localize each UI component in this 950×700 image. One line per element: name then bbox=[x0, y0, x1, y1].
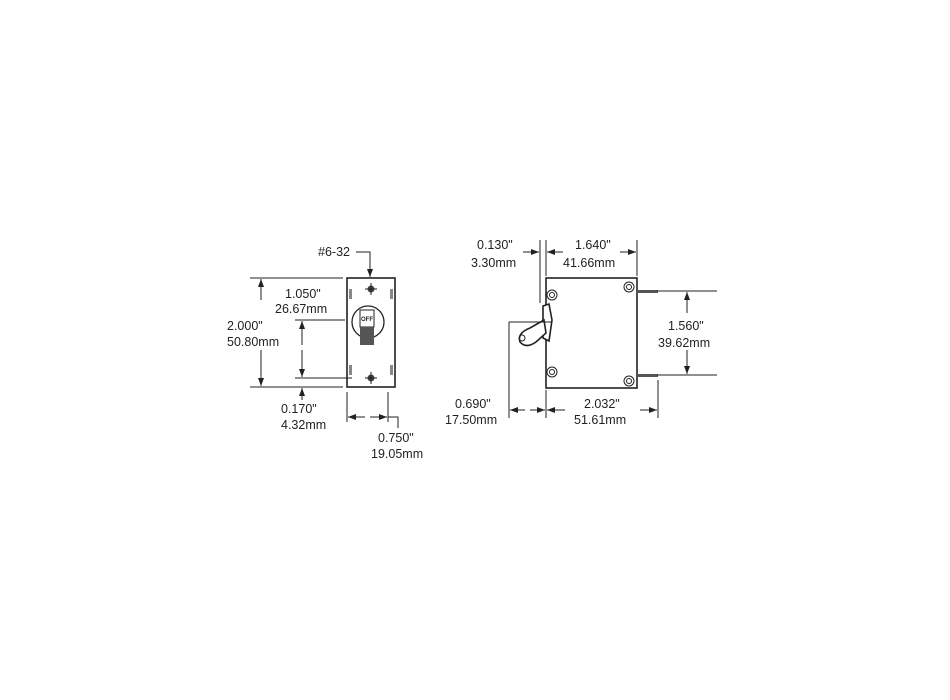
mount-spacing-in: 1.050" bbox=[285, 287, 321, 301]
bottom-offset-in: 0.170" bbox=[281, 402, 317, 416]
mount-screw-top-icon bbox=[365, 283, 377, 295]
overall-length-mm: 51.61mm bbox=[574, 413, 626, 427]
height-in: 2.000" bbox=[227, 319, 263, 333]
terminal-spacing-in: 1.560" bbox=[668, 319, 704, 333]
toggle-offset-in: 0.130" bbox=[477, 238, 513, 252]
depth-mm: 41.66mm bbox=[563, 256, 615, 270]
toggle-switch: OFF bbox=[351, 305, 385, 345]
height-mm: 50.80mm bbox=[227, 335, 279, 349]
toggle-offset-mm: 3.30mm bbox=[471, 256, 516, 270]
depth-in: 1.640" bbox=[575, 238, 611, 252]
handle-extension-mm: 17.50mm bbox=[445, 413, 497, 427]
breaker-side-body bbox=[545, 277, 638, 389]
off-label: OFF bbox=[361, 317, 373, 323]
side-view: 0.130" 3.30mm 1.640" 41.66mm 1.560" 39.6… bbox=[445, 238, 717, 427]
mount-screw-bottom-icon bbox=[365, 372, 377, 384]
toggle-handle bbox=[518, 302, 553, 347]
clips bbox=[349, 289, 393, 375]
thread-label: #6-32 bbox=[318, 245, 350, 259]
overall-length-in: 2.032" bbox=[584, 397, 620, 411]
handle-extension-in: 0.690" bbox=[455, 397, 491, 411]
mount-spacing-mm: 26.67mm bbox=[275, 302, 327, 316]
width-in: 0.750" bbox=[378, 431, 414, 445]
width-mm: 19.05mm bbox=[371, 447, 423, 461]
front-view: OFF #6-32 2.000" 50.80mm 1.050" 26.67mm … bbox=[227, 245, 423, 461]
bottom-offset-mm: 4.32mm bbox=[281, 418, 326, 432]
terminal-spacing-mm: 39.62mm bbox=[658, 336, 710, 350]
terminals bbox=[637, 290, 658, 377]
